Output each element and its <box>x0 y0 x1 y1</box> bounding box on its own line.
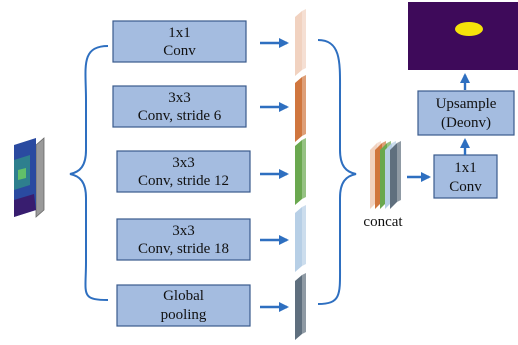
upsample-box <box>417 90 515 136</box>
branch-label-line1: 1x1 <box>168 25 191 41</box>
final-conv-line2: Conv <box>449 179 482 195</box>
upsample-line1: Upsample <box>436 96 497 112</box>
branch-label-line2: Conv <box>163 43 196 59</box>
branch-label-line1: Global <box>163 288 204 304</box>
slab-side <box>302 205 306 266</box>
slab-front <box>295 275 302 340</box>
feature-slab-4 <box>295 205 306 272</box>
branch-box <box>116 218 251 261</box>
branch-box <box>116 150 251 193</box>
branch-3x3-conv-stride-12: 3x3 Conv, stride 12 <box>116 150 251 193</box>
slab-side <box>302 75 306 136</box>
left-brace <box>69 45 109 301</box>
slab-front <box>295 207 302 272</box>
branch-feature-slabs <box>295 9 306 340</box>
final-conv-box <box>433 154 498 199</box>
branch-box <box>112 85 247 128</box>
branch-box <box>112 20 247 63</box>
slab-side <box>302 138 306 199</box>
slab-front <box>390 143 397 209</box>
upsample-deconv: Upsample (Deonv) <box>417 90 515 136</box>
slab-front <box>295 11 302 76</box>
final-conv-line1: 1x1 <box>454 160 477 176</box>
branch-label-line1: 3x3 <box>172 155 195 171</box>
feature-slab-5 <box>295 273 306 340</box>
slab-side <box>397 141 401 202</box>
branch-label-line2: Conv, stride 18 <box>138 241 229 257</box>
branch-label-line2: Conv, stride 6 <box>138 108 222 124</box>
slab-front <box>295 140 302 205</box>
right-brace <box>317 39 357 305</box>
feature-slab-1 <box>295 9 306 76</box>
slab-side <box>302 9 306 70</box>
branch-1x1-conv: 1x1 Conv <box>112 20 247 63</box>
final-1x1-conv: 1x1 Conv <box>433 154 498 199</box>
branch-label-line2: pooling <box>161 307 207 323</box>
upsample-line2: (Deonv) <box>441 115 491 131</box>
branch-global-pooling: Global pooling <box>116 284 251 327</box>
concat-label: concat <box>363 214 403 230</box>
branch-label-line2: Conv, stride 12 <box>138 173 229 189</box>
branch-label-line1: 3x3 <box>168 90 191 106</box>
branch-label-line1: 3x3 <box>172 223 195 239</box>
output-map-background <box>408 2 518 70</box>
branch-box <box>116 284 251 327</box>
feature-slab-2 <box>295 75 306 142</box>
output-map-blob <box>455 22 483 36</box>
branch-3x3-conv-stride-6: 3x3 Conv, stride 6 <box>112 85 247 128</box>
slab-side <box>302 273 306 334</box>
input-feature-map <box>14 137 45 218</box>
concat-slab-5 <box>390 141 401 209</box>
branch-3x3-conv-stride-18: 3x3 Conv, stride 18 <box>116 218 251 261</box>
feature-slab-3 <box>295 138 306 205</box>
output-segmentation-map <box>408 2 518 70</box>
concat-stack <box>370 141 401 209</box>
slab-front <box>295 77 302 142</box>
